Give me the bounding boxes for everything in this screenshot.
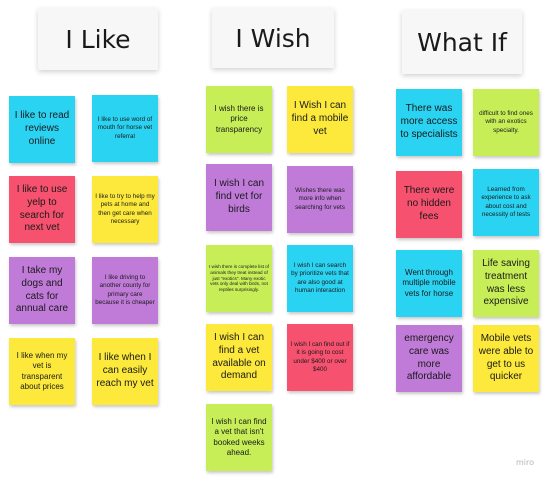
sticky-note[interactable]: I like to use yelp to search for next ve… xyxy=(9,176,75,243)
sticky-note[interactable]: There was more access to specialists xyxy=(396,89,462,156)
sticky-note[interactable]: I like to try to help my pets at home an… xyxy=(92,176,158,243)
sticky-note[interactable]: emergency care was more affordable xyxy=(396,325,462,392)
sticky-note[interactable]: Learned from experience to ask about cos… xyxy=(473,169,539,236)
sticky-note[interactable]: There were no hidden fees xyxy=(396,171,462,238)
sticky-note[interactable]: I like driving to another county for pri… xyxy=(92,257,158,324)
sticky-note[interactable]: Mobile vets were able to get to us quick… xyxy=(473,325,539,392)
sticky-note[interactable]: I Wish I can find a mobile vet xyxy=(287,86,353,153)
sticky-note[interactable]: I wish I can find a vet available on dem… xyxy=(206,324,272,391)
sticky-note[interactable]: I wish there is price transparency xyxy=(206,86,272,153)
sticky-note[interactable]: Went through multiple mobile vets for ho… xyxy=(396,250,462,317)
sticky-note[interactable]: I wish I can find vet for birds xyxy=(206,164,272,231)
sticky-note[interactable]: I wish I can find a vet that isn't booke… xyxy=(206,404,272,471)
sticky-note[interactable]: Wishes there was more info when searchin… xyxy=(287,166,353,233)
header-i-like[interactable]: I Like xyxy=(38,8,158,70)
sticky-note[interactable]: I like when my vet is transparent about … xyxy=(9,338,75,405)
sticky-note[interactable]: I like to use word of mouth for horse ve… xyxy=(92,95,158,162)
sticky-note[interactable]: I wish I can find out if it is going to … xyxy=(287,324,353,391)
header-what-if[interactable]: What If xyxy=(402,10,522,74)
sticky-note[interactable]: difficult to find ones with an exotics s… xyxy=(473,89,539,156)
sticky-note[interactable]: I wish there is complete list of animals… xyxy=(206,245,272,312)
header-i-wish[interactable]: I Wish xyxy=(212,8,334,68)
sticky-note[interactable]: I like when I can easily reach my vet xyxy=(92,338,158,405)
sticky-note[interactable]: I like to read reviews online xyxy=(9,96,75,163)
sticky-note[interactable]: I wish I can search by prioritize vets t… xyxy=(287,245,353,312)
miro-watermark: miro xyxy=(515,458,534,467)
sticky-note[interactable]: I take my dogs and cats for annual care xyxy=(9,257,75,324)
sticky-note[interactable]: Life saving treatment was less expensive xyxy=(473,250,539,317)
